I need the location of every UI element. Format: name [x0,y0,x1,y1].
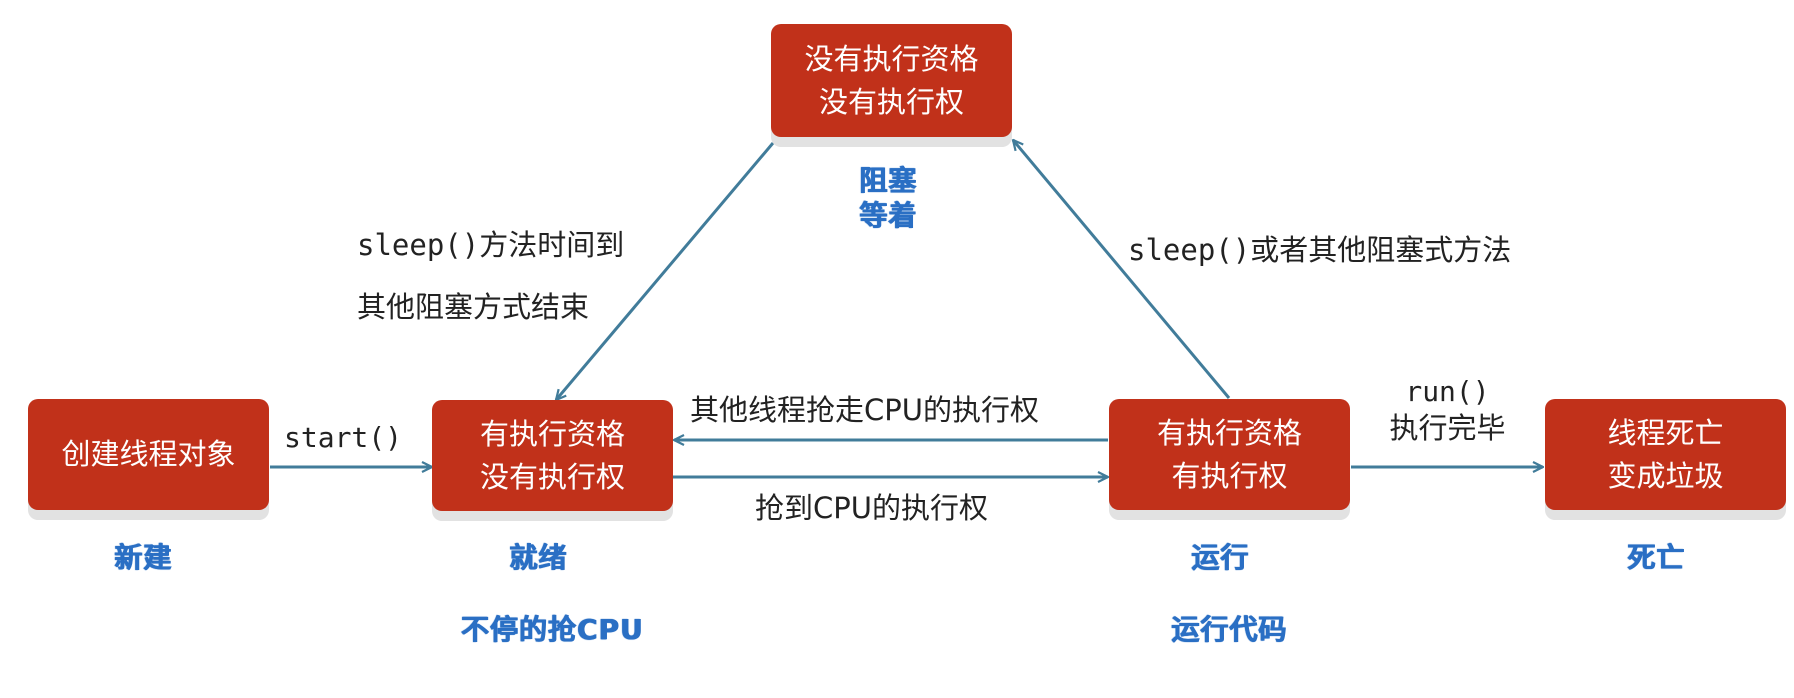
state-note-ready: 不停的抢CPU [460,613,644,646]
label-line1: 阻塞 [858,164,918,197]
edge-label-text: 执行完毕 [1389,411,1506,446]
state-box-blocked: 没有执行资格 没有执行权 [771,24,1012,137]
box-text-line1: 没有执行资格 [804,42,979,77]
edge-label-method: run() [1405,375,1490,408]
arrow-running-to-blocked [1013,140,1231,399]
state-label-ready: 就绪 [508,541,568,574]
box-text-line1: 线程死亡 [1607,416,1724,451]
edge-label-blocked-to-ready: sleep()方法时间到 其他阻塞方式结束 [357,214,624,338]
box-text-line1: 有执行资格 [479,417,625,452]
state-label-running: 运行 [1190,541,1250,574]
box-text-line1: 有执行资格 [1156,416,1302,451]
edge-label-line1: sleep()方法时间到 [357,228,625,262]
box-text-line2: 没有执行权 [818,84,964,119]
box-text-line2: 有执行权 [1171,458,1288,493]
state-label-blocked: 阻塞 等着 [859,163,917,233]
box-text: 创建线程对象 [61,437,236,472]
arrow-blocked-to-ready [556,142,775,400]
box-text-line2: 变成垃圾 [1607,458,1724,493]
state-box-new: 创建线程对象 [28,399,269,510]
edge-label-running-to-dead: run() 执行完毕 [1380,374,1515,448]
edge-label-ready-to-running: 抢到CPU的执行权 [755,491,988,525]
edge-label-running-to-blocked: sleep()或者其他阻塞式方法 [1128,233,1512,267]
state-box-running: 有执行资格 有执行权 [1109,399,1350,510]
state-label-dead: 死亡 [1626,541,1686,574]
edge-label-running-to-ready: 其他线程抢走CPU的执行权 [690,393,1039,427]
state-label-new: 新建 [113,541,173,574]
edge-label-line2: 其他阻塞方式结束 [357,290,590,324]
label-line2: 等着 [858,199,918,232]
state-note-running: 运行代码 [1170,613,1288,646]
state-box-ready: 有执行资格 没有执行权 [432,400,673,511]
box-text-line2: 没有执行权 [479,459,625,494]
state-box-dead: 线程死亡 变成垃圾 [1545,399,1786,510]
edge-label-start: start() [284,421,403,454]
